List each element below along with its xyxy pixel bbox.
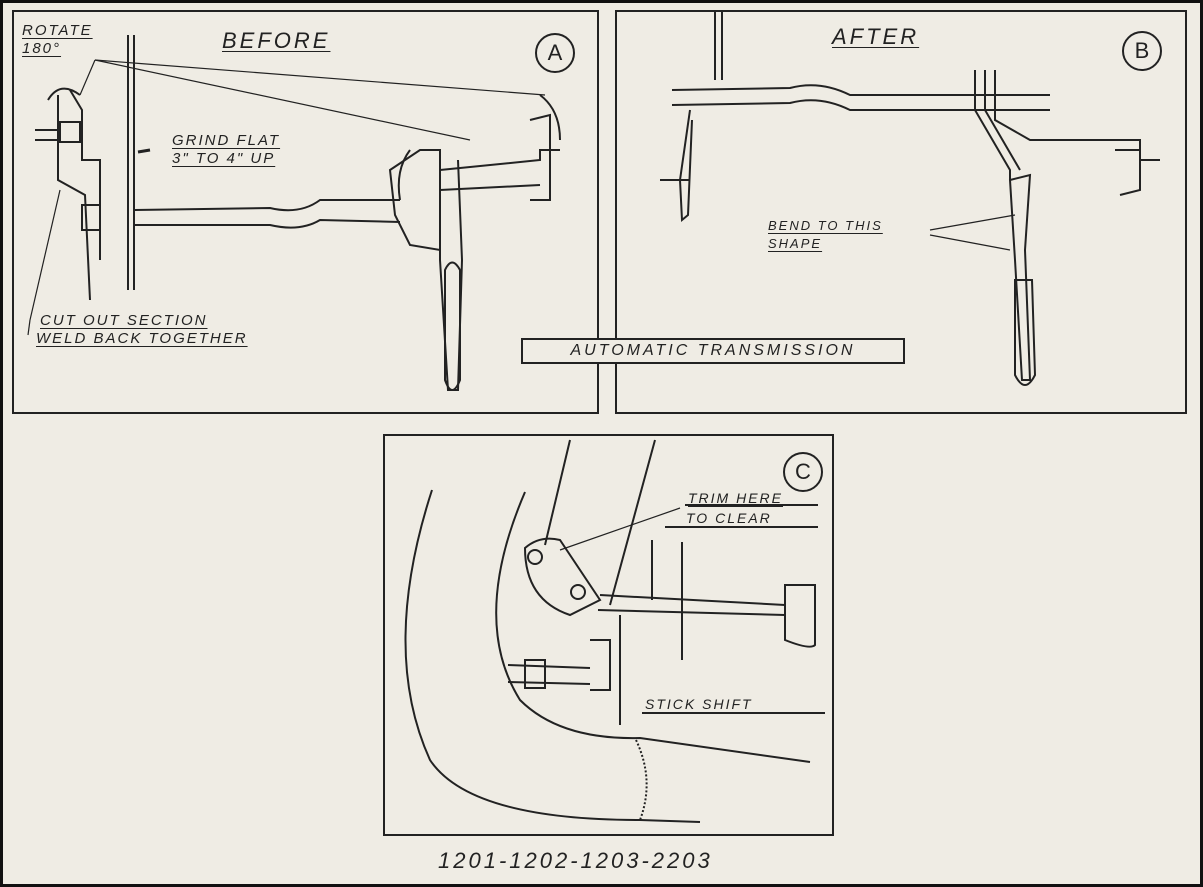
- model-numbers-footer: 1201-1202-1203-2203: [438, 848, 713, 873]
- panel-a-before: [12, 10, 599, 414]
- panel-b-after: [615, 10, 1187, 414]
- cut-note-line2: WELD BACK TOGETHER: [36, 330, 248, 347]
- rotate-note-line2: 180°: [22, 40, 62, 57]
- trim-note-line1: TRIM HERE: [688, 490, 783, 506]
- bend-note-line2: SHAPE: [768, 236, 823, 251]
- marker-c: C: [783, 452, 823, 492]
- cut-note-line1: CUT OUT SECTION: [40, 312, 208, 329]
- grind-note-line1: GRIND FLAT: [172, 132, 281, 149]
- rotate-note-line1: ROTATE: [22, 22, 93, 39]
- stick-shift-label: STICK SHIFT: [645, 696, 753, 712]
- grind-note-line2: 3" TO 4" UP: [172, 150, 276, 167]
- automatic-transmission-caption: AUTOMATIC TRANSMISSION: [521, 338, 905, 364]
- marker-b: B: [1122, 31, 1162, 71]
- panel-c-stick-shift: [383, 434, 834, 836]
- bend-note-line1: BEND TO THIS: [768, 218, 883, 233]
- after-title: AFTER: [832, 24, 920, 49]
- before-title: BEFORE: [222, 28, 331, 53]
- trim-note-line2: TO CLEAR: [686, 510, 772, 526]
- marker-a: A: [535, 33, 575, 73]
